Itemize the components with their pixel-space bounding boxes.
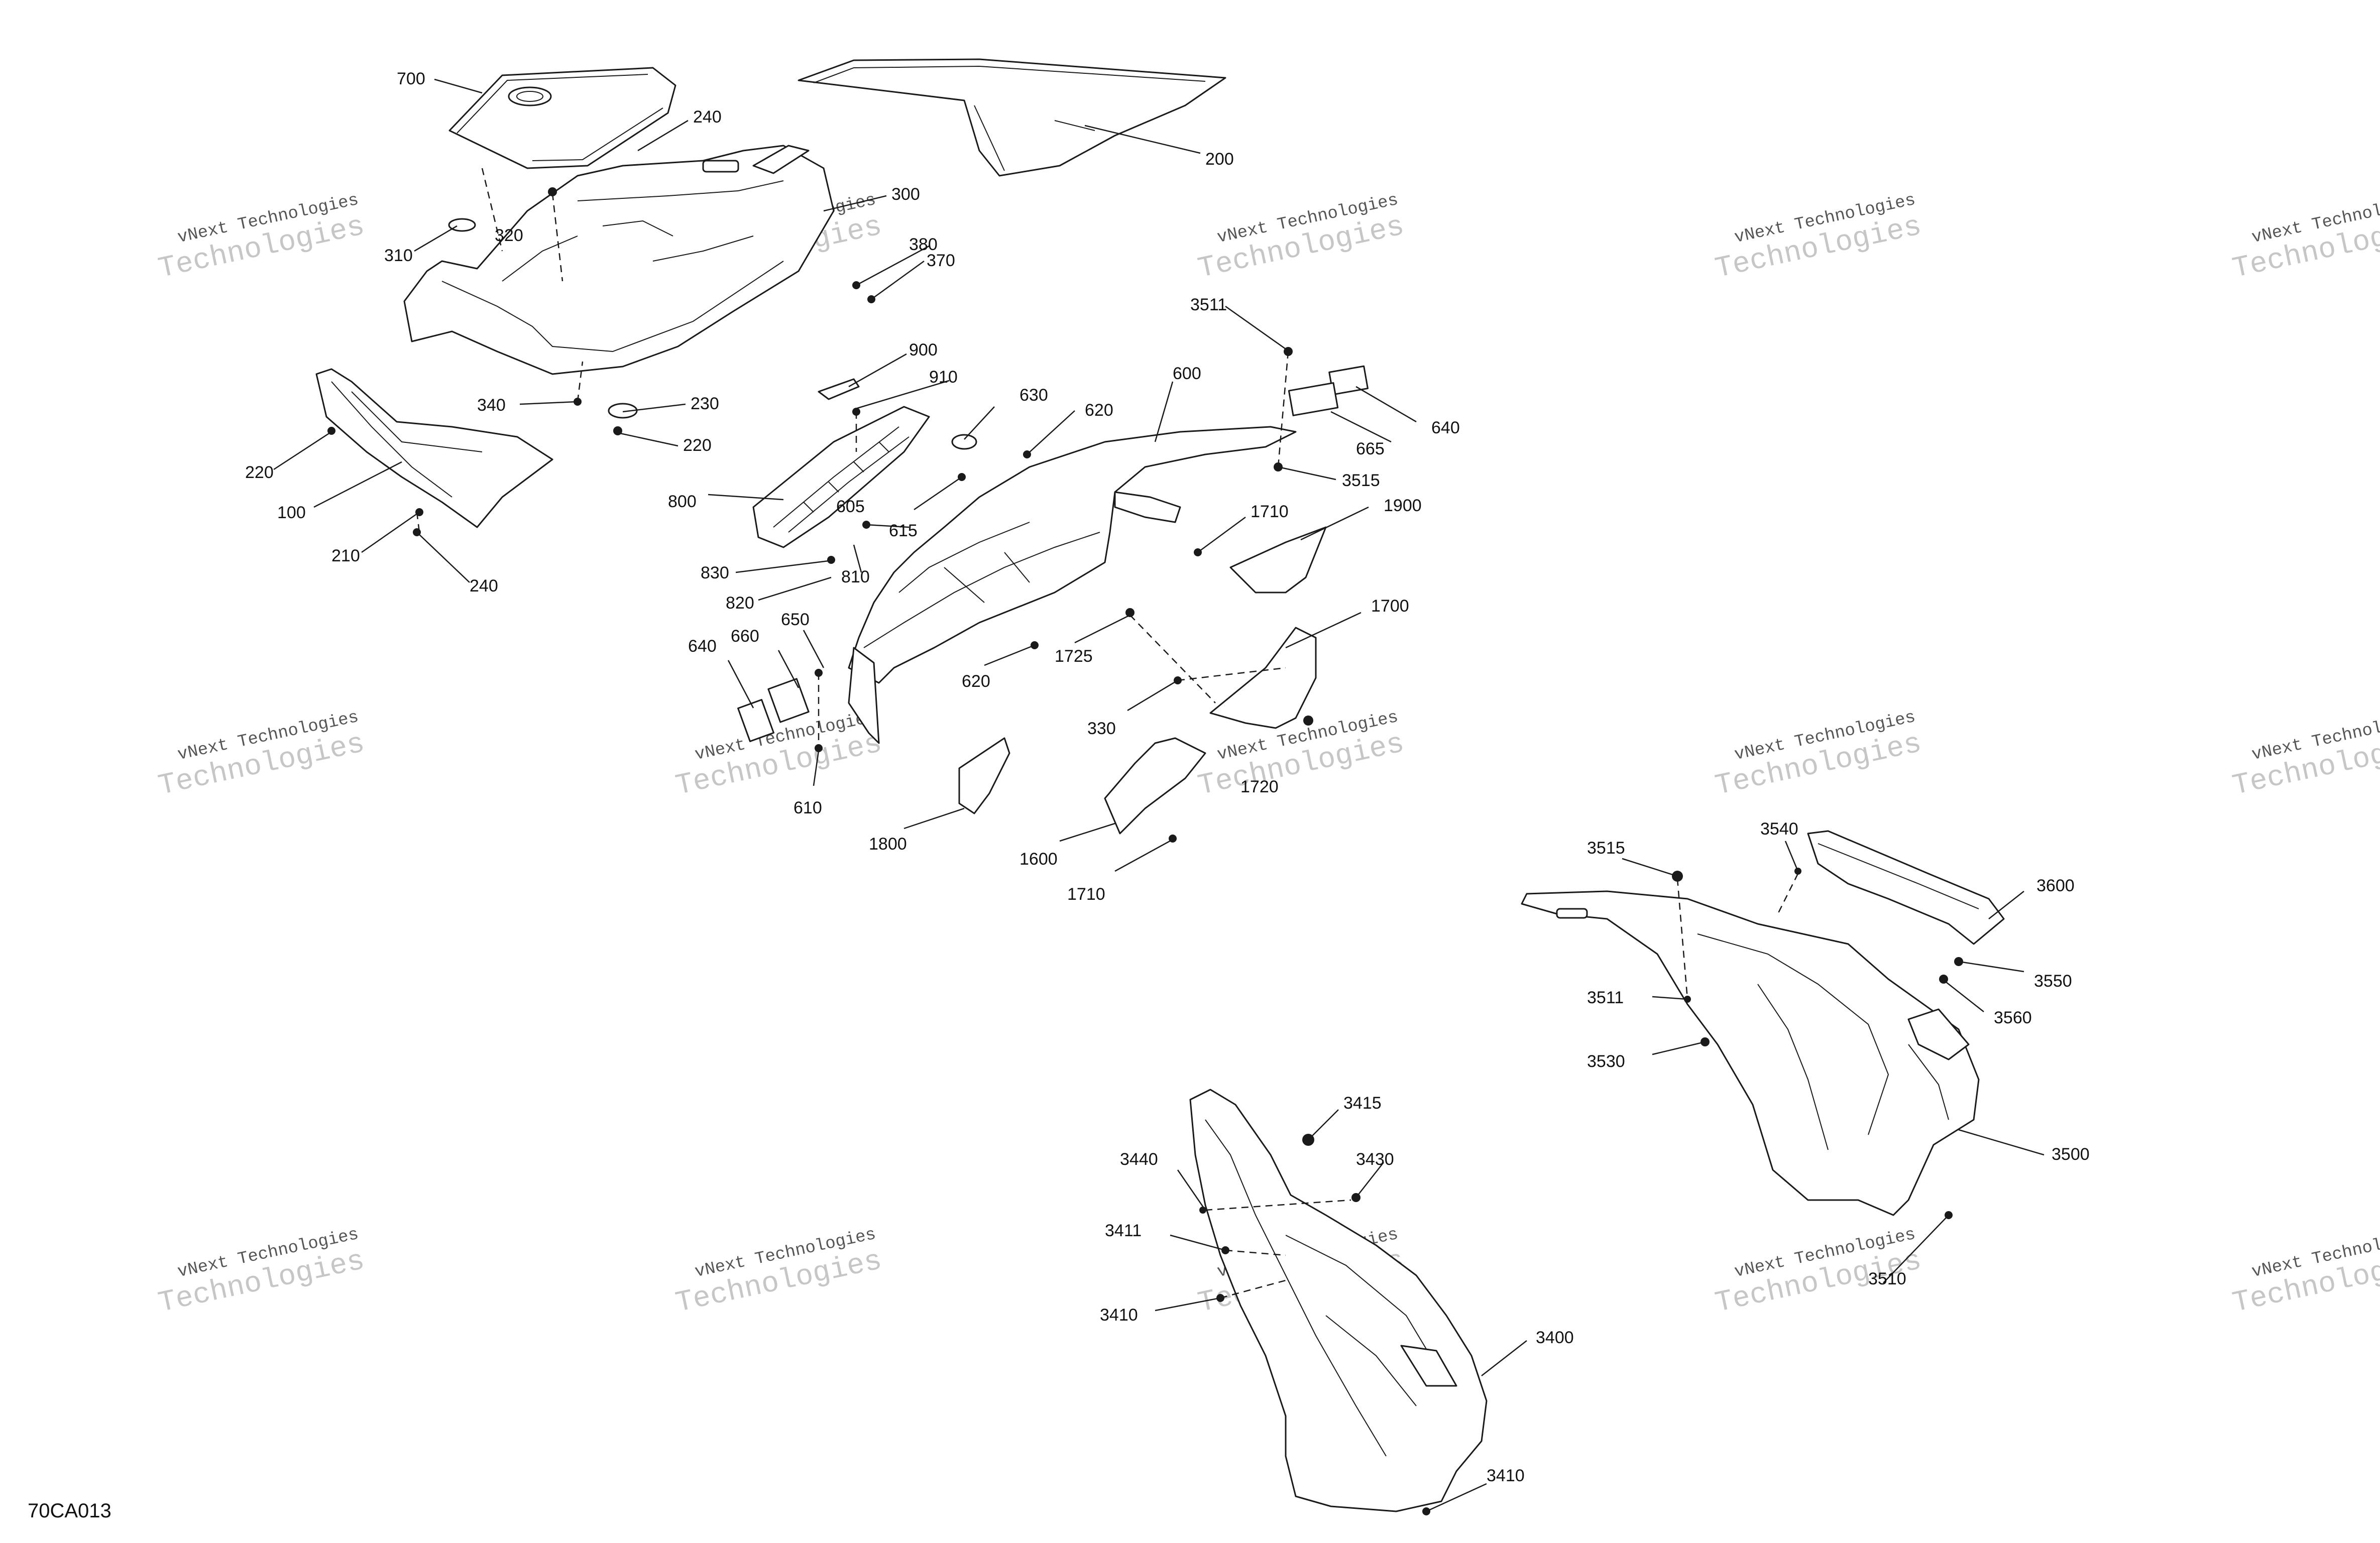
watermark: vNext Technologies Technologies	[2230, 1225, 2380, 1320]
callout-1710: 1710	[1251, 502, 1289, 521]
watermark: vNext Technologies Technologies	[2230, 191, 2380, 286]
part-1700-bracket	[1209, 627, 1317, 729]
callout-650: 650	[781, 610, 810, 629]
callout-630: 630	[1019, 386, 1048, 405]
callout-665: 665	[1356, 439, 1385, 458]
part-700-top-cover	[448, 67, 676, 169]
callout-610: 610	[794, 798, 822, 817]
part-3400-lower-panel	[1189, 1089, 1488, 1512]
callout-605: 605	[836, 497, 865, 516]
callout-3415: 3415	[1343, 1094, 1382, 1113]
part-800-grille	[752, 406, 930, 548]
callout-600: 600	[1173, 364, 1201, 383]
callout-830: 830	[701, 563, 729, 582]
callouts: 700 240 200 300 310 320 380 370 340 230 …	[245, 69, 2090, 1485]
callout-210: 210	[331, 546, 360, 565]
callout-3550: 3550	[2034, 972, 2072, 991]
callout-3410: 3410	[1487, 1466, 1525, 1485]
callout-1710: 1710	[1067, 885, 1105, 904]
callout-380: 380	[909, 235, 938, 254]
watermark: vNext Technologies Technologies	[156, 708, 368, 803]
watermark: vNext Technologies Technologies	[673, 1225, 885, 1320]
callout-3440: 3440	[1120, 1150, 1158, 1169]
part-1600-bracket	[1104, 737, 1206, 835]
callout-3515: 3515	[1587, 839, 1625, 858]
callout-3510: 3510	[1868, 1269, 1906, 1288]
callout-3515: 3515	[1342, 471, 1380, 490]
part-660-light	[767, 678, 810, 723]
callout-3500: 3500	[2052, 1145, 2090, 1164]
watermark: vNext Technologies Technologies	[1195, 191, 1407, 286]
parts	[315, 58, 2005, 1515]
part-1900-bracket	[1229, 526, 1327, 594]
watermark: vNext Technologies Technologies	[1195, 708, 1407, 803]
part-640-lens	[737, 699, 774, 742]
part-1800-bracket	[958, 737, 1010, 814]
callout-810: 810	[841, 567, 870, 586]
callout-615: 615	[889, 521, 918, 540]
callout-1720: 1720	[1240, 777, 1279, 796]
callout-3430: 3430	[1356, 1150, 1394, 1169]
callout-320: 320	[495, 226, 523, 245]
part-665-light	[1288, 382, 1339, 416]
callout-220: 220	[245, 463, 274, 482]
callout-1800: 1800	[869, 835, 907, 854]
callout-700: 700	[397, 69, 425, 88]
callout-230: 230	[691, 394, 719, 413]
part-630-grommet	[951, 434, 977, 450]
callout-340: 340	[477, 396, 506, 415]
part-300-dashboard	[403, 145, 835, 375]
callout-900: 900	[909, 340, 938, 360]
callout-1700: 1700	[1371, 597, 1409, 616]
part-600-front-body	[848, 426, 1297, 744]
part-3500-side-panel	[1521, 890, 1980, 1216]
callout-3540: 3540	[1760, 819, 1798, 839]
callout-620: 620	[1085, 401, 1113, 420]
callout-620: 620	[962, 672, 990, 691]
callout-820: 820	[726, 594, 754, 613]
callout-660: 660	[731, 627, 759, 646]
callout-640: 640	[1431, 418, 1460, 437]
callout-370: 370	[927, 251, 955, 270]
watermark: vNext Technologies Technologies	[2230, 708, 2380, 803]
callout-3400: 3400	[1536, 1328, 1574, 1347]
watermark: vNext Technologies Technologies	[156, 191, 368, 286]
part-200-side-panel	[798, 58, 1226, 177]
callout-3600: 3600	[2036, 876, 2075, 895]
watermark: vNext Technologies Technologies	[673, 708, 885, 803]
part-100-lower-panel	[315, 368, 553, 528]
callout-3560: 3560	[1994, 1008, 2032, 1027]
callout-3511: 3511	[1587, 988, 1624, 1007]
callout-3411: 3411	[1105, 1221, 1142, 1240]
callout-1725: 1725	[1055, 647, 1093, 666]
part-900-clip	[818, 378, 860, 400]
callout-3530: 3530	[1587, 1052, 1625, 1071]
callout-640: 640	[688, 637, 717, 656]
fasteners	[327, 187, 1963, 1515]
watermark: vNext Technologies Technologies	[156, 1225, 368, 1320]
callout-240: 240	[693, 107, 722, 127]
callout-330: 330	[1087, 719, 1116, 738]
callout-100: 100	[277, 503, 306, 522]
part-3600-upper-trim	[1807, 830, 2005, 945]
part-230-plug	[608, 403, 638, 419]
leader-lines	[273, 78, 2045, 1512]
callout-800: 800	[668, 492, 697, 511]
part-310-grommet	[448, 218, 476, 232]
callout-910: 910	[929, 368, 958, 387]
watermark: vNext Technologies Technologies	[1713, 708, 1924, 803]
callout-300: 300	[891, 185, 920, 204]
watermark: vNext Technologies Technologies	[1713, 191, 1924, 286]
callout-1900: 1900	[1384, 496, 1422, 515]
callout-200: 200	[1205, 150, 1234, 169]
diagram-code: 70CA013	[28, 1500, 111, 1522]
callout-3511: 3511	[1190, 295, 1227, 314]
callout-310: 310	[384, 246, 413, 265]
callout-220: 220	[683, 436, 712, 455]
callout-3410: 3410	[1100, 1305, 1138, 1325]
callout-240: 240	[470, 576, 498, 596]
callout-1600: 1600	[1019, 850, 1058, 869]
